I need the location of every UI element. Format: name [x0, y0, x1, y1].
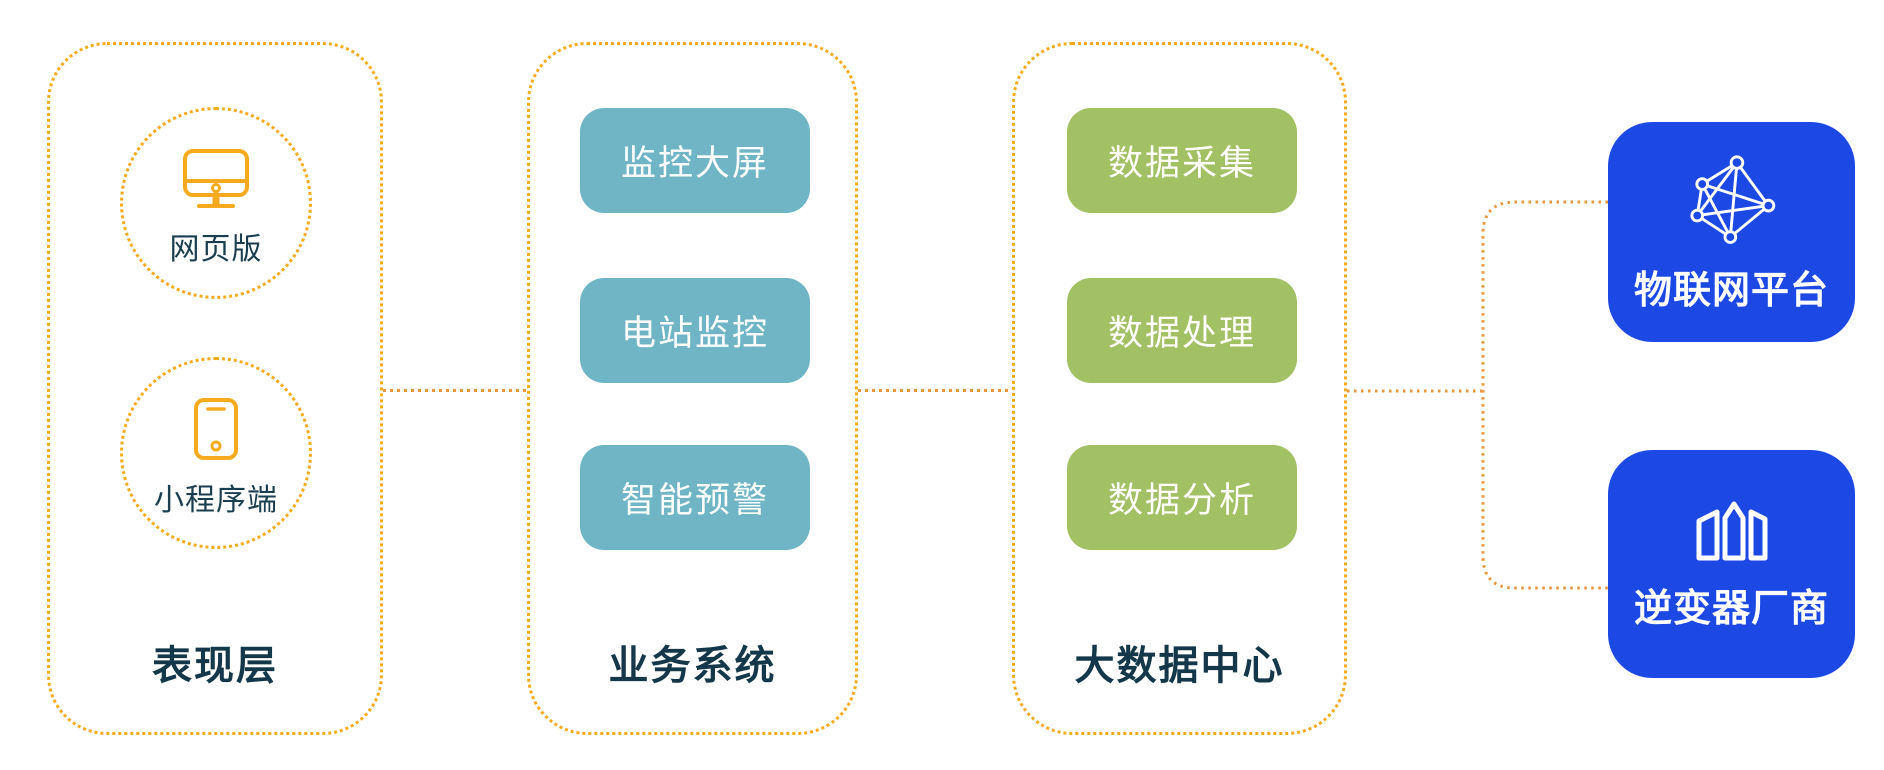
node-label-inverter-manufacturer: 逆变器厂商: [1633, 587, 1829, 630]
node-station-monitoring: 电站监控: [580, 278, 810, 383]
node-inverter-manufacturer: 逆变器厂商: [1608, 450, 1855, 678]
node-data-processing: 数据处理: [1067, 278, 1297, 383]
node-label-data-collection: 数据采集: [1107, 144, 1256, 183]
node-miniprogram-client: 小程序端: [120, 357, 312, 549]
phone-icon: [194, 398, 238, 460]
monitor-icon: [183, 149, 249, 208]
network-icon: [1689, 154, 1775, 244]
node-web-client: 网页版: [120, 107, 312, 299]
node-label-miniprogram: 小程序端: [154, 484, 278, 517]
building-icon: [1696, 501, 1767, 560]
node-iot-platform: 物联网平台: [1608, 122, 1855, 342]
node-label-smart-warning: 智能预警: [620, 481, 769, 520]
layer-title-presentation: 表现层: [152, 644, 278, 688]
connector-presentation-business: [383, 389, 527, 392]
node-label-iot-platform: 物联网平台: [1633, 269, 1829, 312]
connector-bigdata-external-bracket: [1347, 200, 1608, 590]
node-smart-warning: 智能预警: [580, 445, 810, 550]
node-label-monitor-screen: 监控大屏: [620, 144, 769, 183]
layer-title-big-data-center: 大数据中心: [1074, 644, 1285, 688]
layer-big-data-center: 数据采集 数据处理 数据分析 大数据中心: [1012, 42, 1347, 735]
node-data-analysis: 数据分析: [1067, 445, 1297, 550]
node-label-data-processing: 数据处理: [1107, 314, 1256, 353]
layer-title-business-system: 业务系统: [608, 644, 777, 688]
node-monitor-screen: 监控大屏: [580, 108, 810, 213]
connector-business-bigdata: [858, 389, 1012, 392]
node-label-data-analysis: 数据分析: [1107, 481, 1256, 520]
layer-business-system: 监控大屏 电站监控 智能预警 业务系统: [527, 42, 858, 735]
node-data-collection: 数据采集: [1067, 108, 1297, 213]
node-label-station-monitoring: 电站监控: [620, 314, 769, 353]
layer-presentation: 网页版 小程序端 表现层: [47, 42, 383, 735]
node-label-web: 网页版: [169, 233, 263, 266]
